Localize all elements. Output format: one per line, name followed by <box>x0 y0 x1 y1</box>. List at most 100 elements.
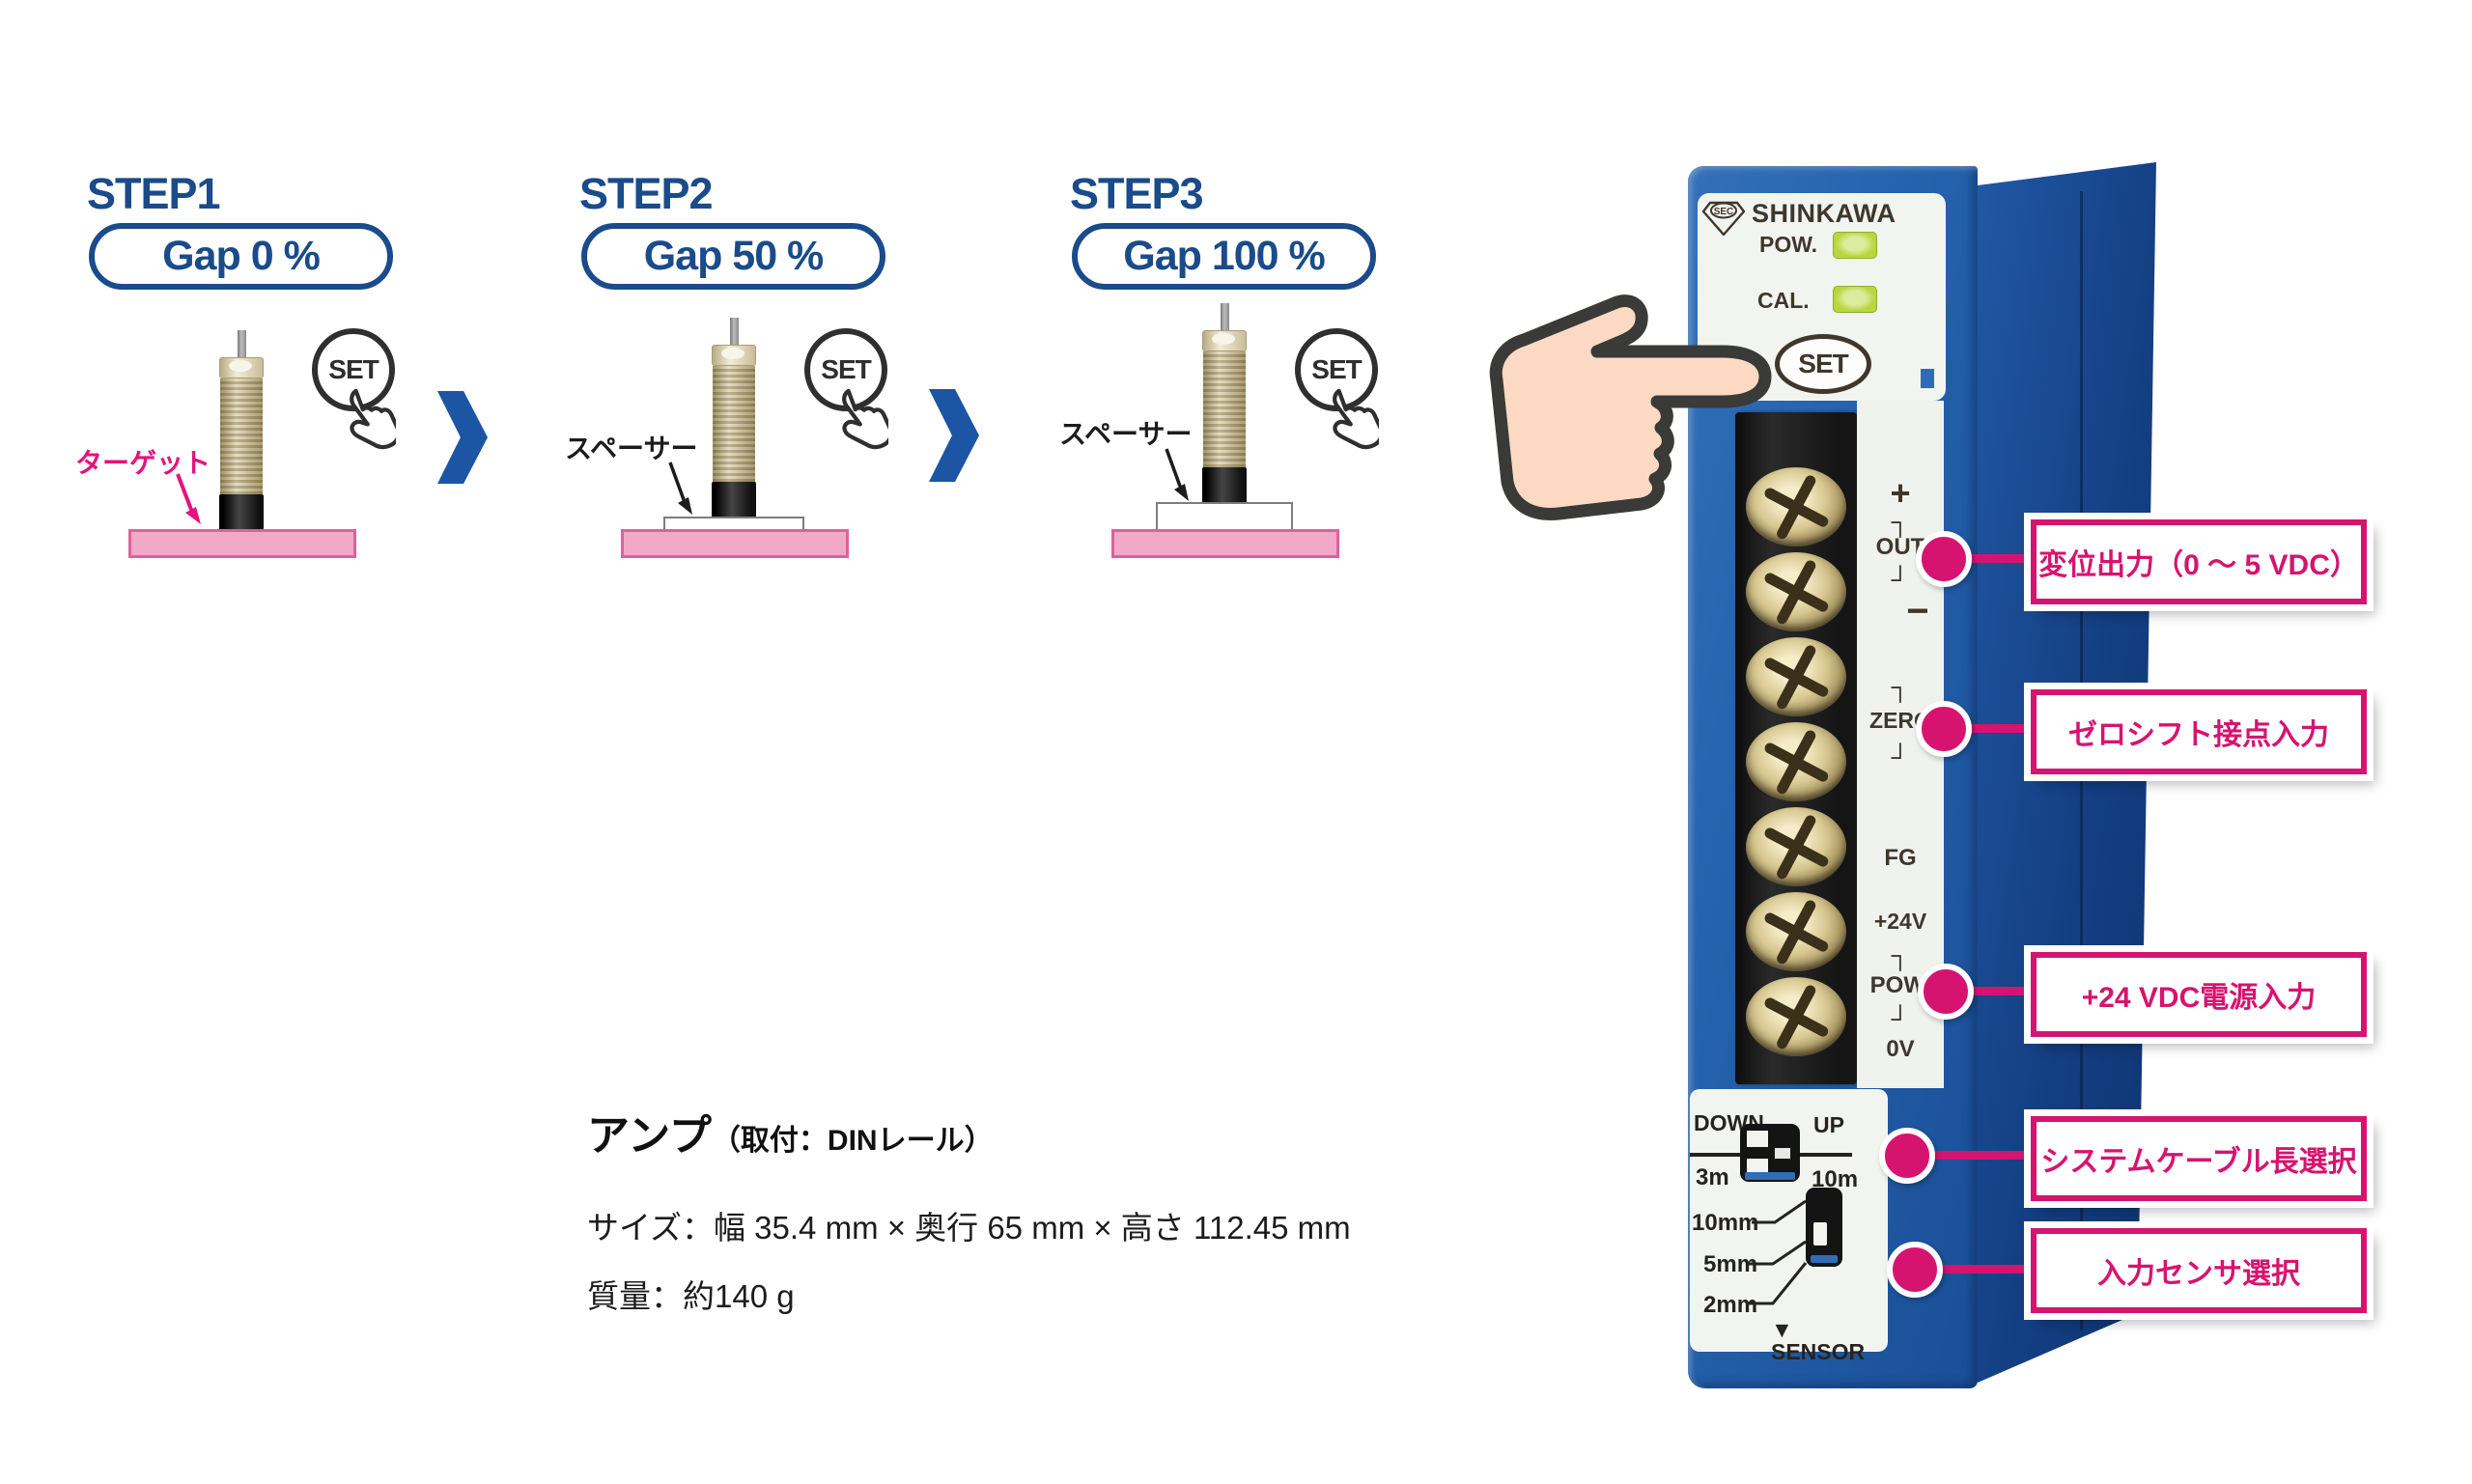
svg-text:SEC: SEC <box>1714 207 1734 217</box>
spacer-arrow <box>1165 448 1189 501</box>
callout-line <box>1944 554 2037 563</box>
sensor-pin <box>237 330 246 357</box>
terminal-plus-label: + <box>1890 473 1911 513</box>
terminal-screw <box>1746 892 1846 971</box>
callout-power-input: +24 VDC電源入力 <box>2031 952 2367 1037</box>
target-plate <box>1111 529 1339 558</box>
terminal-24v-label: +24V <box>1873 909 1927 934</box>
bracket-top-icon: ┐ <box>1891 507 1910 536</box>
dip-lever <box>1747 1159 1768 1175</box>
terminal-block <box>1735 412 1857 1084</box>
callout-dot <box>1916 701 1972 757</box>
spacer-label: スペーサー <box>1059 419 1193 449</box>
terminal-minus-label: − <box>1906 590 1929 632</box>
slide-base <box>1811 1255 1838 1263</box>
spec-heading: アンプ（取付：DINレール） <box>587 1101 994 1162</box>
bracket-bottom-icon: ┘ <box>1891 565 1910 594</box>
pow-led-label: POW. <box>1759 232 1818 257</box>
tap-hand-icon <box>842 388 888 450</box>
step1-section: STEP1 Gap 0 % ターゲット SET <box>58 169 483 584</box>
callout-label: ゼロシフト接点入力 <box>2068 719 2329 751</box>
sensor-10mm-label: 10mm <box>1692 1210 1759 1236</box>
bracket-bottom-icon: ┘ <box>1891 1004 1910 1033</box>
step1-gap-pill: Gap 0 % <box>89 223 393 290</box>
target-plate <box>128 529 356 558</box>
callout-line <box>1944 724 2037 733</box>
cable-10m-label: 10m <box>1812 1166 1859 1192</box>
step1-gap-label: Gap 0 % <box>162 233 321 279</box>
sensor-barrel <box>220 378 263 494</box>
terminal-screw <box>1746 467 1846 546</box>
terminal-screw <box>1746 552 1846 631</box>
callout-dot <box>1879 1128 1935 1184</box>
slide-lever <box>1813 1222 1827 1246</box>
dip-lever <box>1747 1131 1768 1147</box>
sensor-barrel <box>1203 351 1246 467</box>
sensor-switch-label: ▼ SENSOR <box>1771 1317 1866 1364</box>
callout-input-sensor: 入力センサ選択 <box>2031 1228 2367 1313</box>
terminal-screw <box>1746 722 1846 801</box>
sensor-barrel <box>713 366 755 482</box>
callout-cable-length: システムケーブル長選択 <box>2031 1116 2367 1201</box>
callout-line <box>1907 1151 2037 1160</box>
sensor-illustration <box>219 330 264 531</box>
cable-3m-label: 3m <box>1696 1164 1729 1190</box>
bracket-top-icon: ┐ <box>1891 940 1910 969</box>
terminal-0v-label: 0V <box>1886 1036 1915 1062</box>
tap-hand-icon <box>350 388 396 450</box>
spacer-tall <box>1156 502 1293 533</box>
callout-dot <box>1916 531 1972 587</box>
callout-dot <box>1918 964 1974 1020</box>
callout-displacement-output: 変位出力（0 ～ 5 VDC） <box>2031 519 2367 604</box>
device-side-face <box>1978 162 2156 1383</box>
sensor-collar <box>1202 330 1247 351</box>
tap-hand-icon <box>1333 388 1379 450</box>
step2-gap-pill: Gap 50 % <box>581 223 885 290</box>
cable-length-switch <box>1740 1124 1800 1182</box>
device-side-notch <box>1921 369 1934 388</box>
target-label: ターゲット <box>75 448 211 478</box>
sensor-illustration <box>1202 303 1247 504</box>
terminal-fg-label: FG <box>1884 845 1917 871</box>
sensor-pin <box>729 318 739 345</box>
set-button-text: SET <box>328 354 379 384</box>
sensor-tip <box>1202 467 1247 504</box>
spec-heading-title: アンプ <box>587 1112 712 1160</box>
sensor-pin <box>1220 303 1229 330</box>
callout-label: 入力センサ選択 <box>2097 1258 2300 1290</box>
step3-gap-pill: Gap 100 % <box>1072 223 1376 290</box>
device-set-button: SET <box>1775 334 1871 394</box>
spec-mass: 質量：約140 g <box>587 1278 795 1314</box>
step2-title: STEP2 <box>579 169 714 218</box>
terminal-zero-label: ZERO <box>1869 708 1931 733</box>
sensor-tip <box>219 494 264 531</box>
sensor-tip <box>712 482 756 518</box>
spec-size: サイズ：幅 35.4 mm × 奥行 65 mm × 高さ 112.45 mm <box>587 1210 1351 1246</box>
selector-lines <box>1748 1199 1808 1305</box>
spec-heading-note: （取付：DINレール） <box>711 1125 994 1157</box>
bracket-top-icon: ┐ <box>1891 672 1910 701</box>
callout-dot <box>1887 1242 1943 1298</box>
device-bottom-panel: DOWN UP 3m 10m 10mm 5mm 2mm ▼ SENSOR <box>1690 1089 1888 1363</box>
callout-zero-shift: ゼロシフト接点入力 <box>2031 689 2367 774</box>
sensor-collar <box>219 357 264 378</box>
input-sensor-switch <box>1806 1188 1842 1267</box>
callout-line <box>1946 987 2037 995</box>
cal-led-indicator <box>1833 286 1877 313</box>
set-button-icon: SET <box>312 328 395 411</box>
sensor-illustration <box>712 318 756 518</box>
step3-title: STEP3 <box>1070 169 1204 218</box>
spacer-label: スペーサー <box>565 434 698 463</box>
terminal-screw <box>1746 807 1846 886</box>
step3-section: STEP3 Gap 100 % スペーサー SET <box>1041 169 1466 584</box>
sensor-collar <box>712 345 756 366</box>
step1-title: STEP1 <box>87 169 221 218</box>
step2-section: STEP2 Gap 50 % スペーサー SET <box>550 169 975 584</box>
terminal-screw <box>1746 637 1846 716</box>
cal-led-label: CAL. <box>1757 288 1810 313</box>
step3-gap-label: Gap 100 % <box>1123 233 1325 279</box>
callout-label: +24 VDC電源入力 <box>2081 982 2317 1014</box>
target-plate <box>621 529 849 558</box>
spacer-arrow <box>668 462 692 515</box>
